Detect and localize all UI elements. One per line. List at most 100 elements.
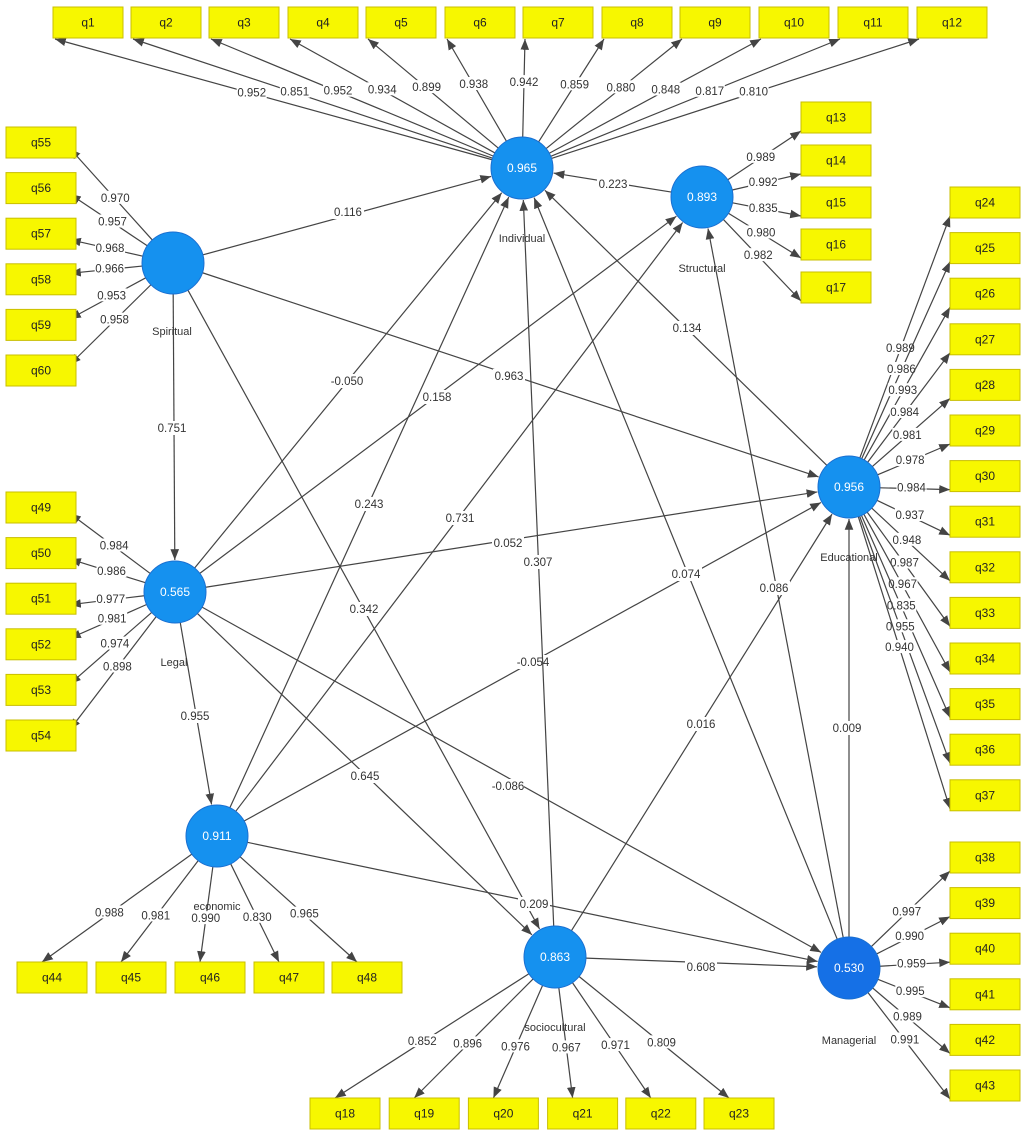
loading-arrow-q12 <box>551 38 920 159</box>
indicator-q52: q52 <box>5 628 77 661</box>
indicator-label: q15 <box>826 196 846 210</box>
indicator-box <box>365 6 437 39</box>
loading-label-bg <box>559 77 590 91</box>
indicator-q16: q16 <box>800 228 872 261</box>
indicator-label: q7 <box>551 16 565 30</box>
path-label-bg <box>671 321 703 335</box>
indicator-label: q1 <box>81 16 95 30</box>
loading-label-bg <box>896 956 927 970</box>
loading-label-bg <box>96 288 127 302</box>
indicator-q3: q3 <box>208 6 280 39</box>
indicator-q37: q37 <box>949 779 1021 812</box>
loading-arrow-q5 <box>367 38 499 149</box>
latent-name: Individual <box>499 233 545 245</box>
loading-label-bg <box>94 905 125 919</box>
indicator-box <box>949 186 1021 219</box>
loading-value-q33: 0.987 <box>890 558 919 570</box>
indicator-q7: q7 <box>522 6 594 39</box>
loading-label-bg <box>885 341 916 355</box>
latent-r2-value: 0.911 <box>202 829 231 843</box>
indicator-label: q33 <box>975 606 995 620</box>
indicator-q19: q19 <box>388 1097 460 1130</box>
latent-circle <box>141 231 205 295</box>
loading-label-bg <box>887 383 918 397</box>
loading-value-q26: 0.993 <box>888 385 917 397</box>
loading-label-bg <box>746 225 777 239</box>
indicator-label: q60 <box>31 364 51 378</box>
loading-label-bg <box>411 80 442 94</box>
loading-arrow-q9 <box>545 38 683 150</box>
loading-arrow-q36 <box>859 515 951 764</box>
indicator-q47: q47 <box>253 961 325 994</box>
indicator-box <box>949 460 1021 493</box>
loading-label-bg <box>605 80 636 94</box>
path-coefficient-label: 0.751 <box>158 423 187 435</box>
loading-arrow-q3 <box>210 38 494 157</box>
loading-label-bg <box>884 640 915 654</box>
loading-value-q7: 0.942 <box>510 77 539 89</box>
path-coefficient-label: -0.086 <box>492 781 525 793</box>
indicator-box <box>5 628 77 661</box>
indicator-label: q26 <box>975 287 995 301</box>
path-label-bg <box>758 581 790 595</box>
loading-value-q43: 0.991 <box>890 1034 919 1046</box>
latent-circle <box>185 804 249 868</box>
loading-label-bg <box>650 82 681 96</box>
indicator-box <box>949 596 1021 629</box>
indicator-box <box>949 1069 1021 1102</box>
path-label-bg <box>492 536 524 550</box>
indicator-q29: q29 <box>949 414 1021 447</box>
path-coefficient-label: 0.052 <box>494 538 523 550</box>
path-coefficient-label: 0.243 <box>355 499 384 511</box>
loading-label-bg <box>94 261 125 275</box>
loading-label-bg <box>894 508 925 522</box>
indicator-box <box>16 961 88 994</box>
indicator-box <box>208 6 280 39</box>
loading-label-bg <box>99 312 130 326</box>
indicator-box <box>800 144 872 177</box>
loading-value-q5: 0.899 <box>412 82 441 94</box>
loading-value-q37: 0.940 <box>885 642 914 654</box>
path-label-bg <box>332 205 364 219</box>
indicator-box <box>287 6 359 39</box>
indicator-box <box>444 6 516 39</box>
indicator-label: q48 <box>357 971 377 985</box>
indicator-box <box>5 537 77 570</box>
latent-name: Managerial <box>822 1035 876 1047</box>
loading-value-q30: 0.984 <box>897 483 926 495</box>
indicator-label: q34 <box>975 652 995 666</box>
indicator-box <box>949 277 1021 310</box>
loading-label-bg <box>892 427 923 441</box>
indicator-q53: q53 <box>5 673 77 706</box>
indicator-q54: q54 <box>5 719 77 752</box>
path-coefficient-label: -0.054 <box>517 657 550 669</box>
loading-label-bg <box>242 909 273 923</box>
loading-value-q16: 0.980 <box>747 227 776 239</box>
latent-name: Educational <box>820 552 878 564</box>
indicator-box <box>52 6 124 39</box>
indicator-q28: q28 <box>949 368 1021 401</box>
indicator-label: q30 <box>975 469 995 483</box>
latent-r2-value: 0.565 <box>160 585 190 599</box>
loading-arrow-q25 <box>861 261 951 459</box>
indicator-box <box>837 6 909 39</box>
loading-label-bg <box>889 404 920 418</box>
indicator-box <box>5 308 77 341</box>
indicator-label: q50 <box>31 546 51 560</box>
indicator-box <box>95 961 167 994</box>
loading-label-bg <box>891 904 922 918</box>
loading-label-bg <box>745 149 776 163</box>
indicator-q50: q50 <box>5 537 77 570</box>
loading-value-q34: 0.967 <box>888 579 917 591</box>
indicator-box <box>949 368 1021 401</box>
loading-value-q28: 0.981 <box>893 430 922 442</box>
loading-label-bg <box>97 214 128 228</box>
indicator-label: q6 <box>473 16 487 30</box>
indicator-box <box>949 551 1021 584</box>
latent-r2-value: 0.965 <box>507 161 537 175</box>
loading-label-bg <box>551 1040 582 1054</box>
latent-r2-value: 0.863 <box>540 950 570 964</box>
